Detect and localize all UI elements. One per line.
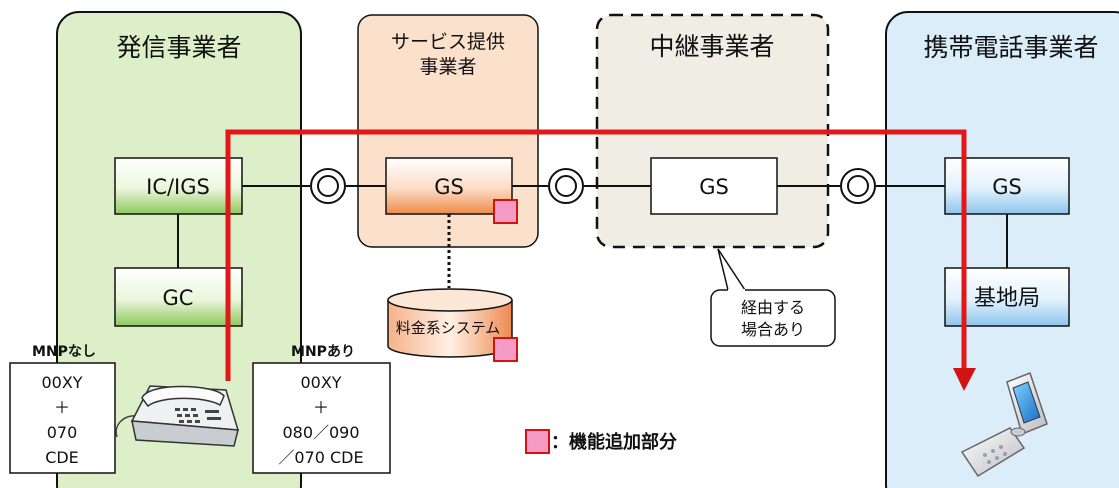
gs-service-label: GS xyxy=(434,175,464,199)
mnp-with-line: ／070 CDE xyxy=(278,448,363,467)
gs-service-node: GS xyxy=(385,157,513,215)
mobile-carrier-title: 携帯電話事業者 xyxy=(923,33,1098,62)
gs-transit-node: GS xyxy=(650,157,778,215)
billing-system-label: 料金系システム xyxy=(396,319,501,337)
legend-added-function-label: ：機能追加部分 xyxy=(551,431,677,453)
call-path-arrowhead xyxy=(953,368,976,391)
mnp-none-line: 00XY xyxy=(41,373,82,392)
ic-igs-node: IC/IGS xyxy=(114,157,243,215)
service-provider-title-line1: サービス提供 xyxy=(391,31,505,53)
gs-transit-label: GS xyxy=(699,175,729,199)
transit-callout: 経由する 場合あり xyxy=(710,248,836,347)
mobile-phone-icon xyxy=(960,372,1048,478)
connection-lines xyxy=(177,185,1008,288)
mnp-with-title: MNPあり xyxy=(291,344,355,360)
interconnection-point-3 xyxy=(840,168,876,204)
interconnection-point-1 xyxy=(310,168,346,204)
added-function-marker-billing xyxy=(493,337,518,362)
transit-callout-line2: 場合あり xyxy=(741,320,805,339)
transit-title: 中継事業者 xyxy=(649,32,774,61)
added-function-marker-gs xyxy=(493,199,518,224)
mnp-none-box xyxy=(9,362,116,474)
mnp-none-line: CDE xyxy=(45,448,79,467)
mnp-with-line: 00XY xyxy=(300,373,341,392)
desk-phone-icon xyxy=(115,385,240,447)
billing-system-database: 料金系システム xyxy=(387,288,513,358)
call-path xyxy=(225,129,976,391)
service-provider-title-line2: 事業者 xyxy=(419,56,476,78)
mnp-with-box xyxy=(252,362,391,474)
legend-added-function-swatch xyxy=(525,429,550,454)
base-station-label: 基地局 xyxy=(974,286,1040,311)
mnp-none-line: 070 xyxy=(47,423,78,442)
interconnection-point-2 xyxy=(548,168,584,204)
gc-label: GC xyxy=(163,286,194,310)
mnp-with-line: ＋ xyxy=(313,398,329,417)
ic-igs-label: IC/IGS xyxy=(146,175,210,199)
gc-node: GC xyxy=(114,267,243,327)
originator-title: 発信事業者 xyxy=(116,33,241,62)
mnp-none-title: MNPなし xyxy=(32,344,96,360)
transit-callout-line1: 経由する xyxy=(741,298,805,317)
legend: ：機能追加部分 xyxy=(525,429,677,454)
gs-mobile-label: GS xyxy=(992,175,1022,199)
mobile-carrier-zone xyxy=(885,11,1119,488)
mnp-none-line: ＋ xyxy=(54,398,70,417)
mnp-with-line: 080／090 xyxy=(282,423,359,442)
